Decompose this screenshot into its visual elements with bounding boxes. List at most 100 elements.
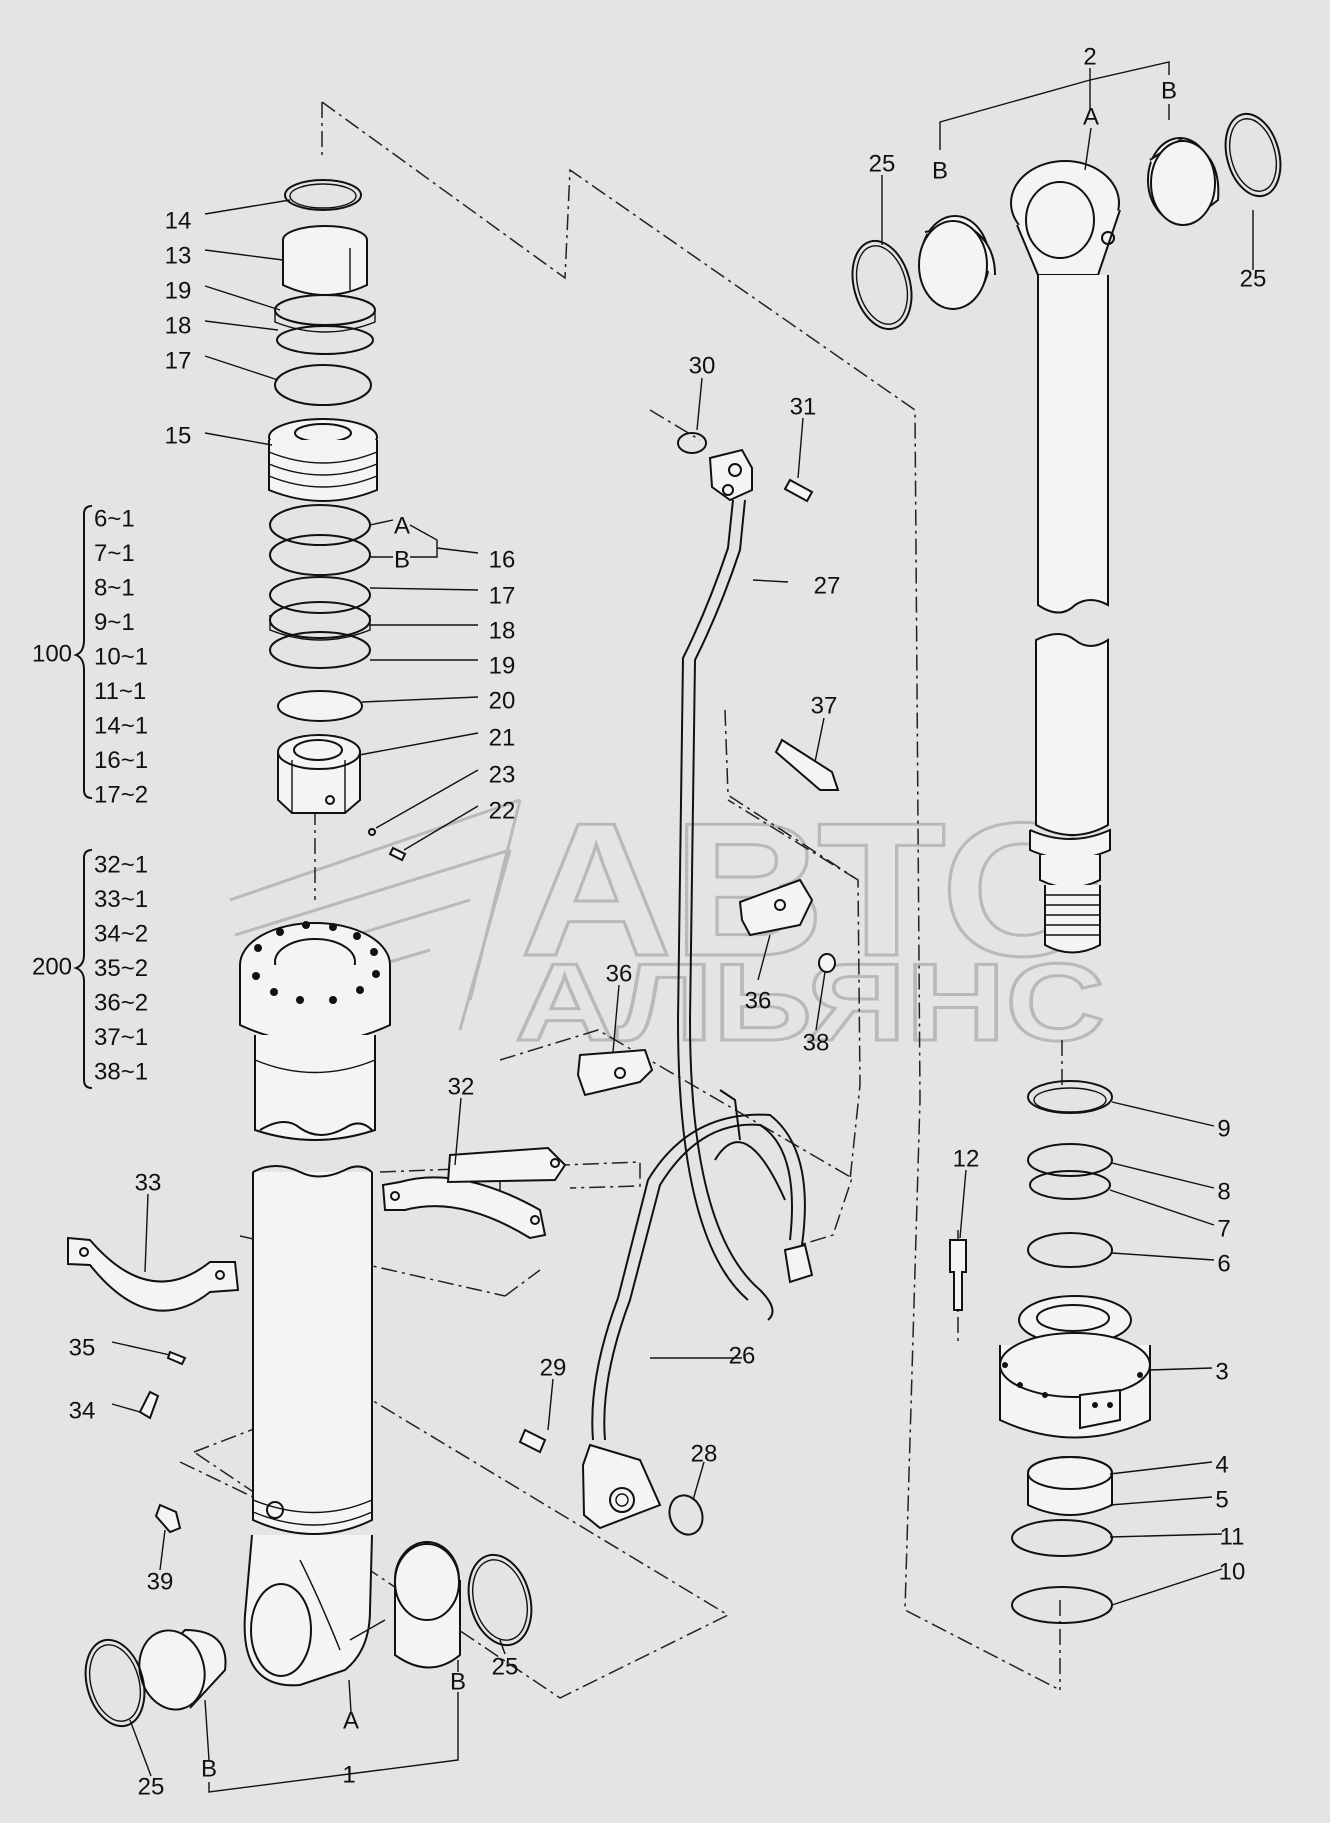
callout-c17-a: 17 — [165, 347, 192, 374]
callout-c34: 34 — [69, 1397, 96, 1424]
kit-brace-200 — [73, 849, 93, 1089]
part-27-pipe — [676, 448, 774, 1321]
part-15-piston — [268, 418, 378, 502]
callout-c16: 16 — [489, 546, 516, 573]
kit-200-item: 32~1 — [94, 851, 148, 878]
kit-100-item: 10~1 — [94, 643, 148, 670]
kits-layer: 1006~17~18~19~110~111~114~116~117~220032… — [32, 505, 148, 1085]
callout-c38: 38 — [803, 1029, 830, 1056]
part-16-17-18-19-ring-set — [269, 504, 371, 669]
part-30-o-ring — [677, 432, 707, 454]
callout-c1: 1 — [342, 1761, 355, 1788]
kit-200-item: 36~2 — [94, 989, 148, 1016]
part-36-clamp-b — [576, 1048, 654, 1097]
part-25-seal-bottom-left — [84, 1638, 146, 1728]
callout-c23: 23 — [489, 761, 516, 788]
kit-100-item: 9~1 — [94, 609, 135, 636]
watermark-wing-logo — [229, 798, 522, 1031]
part-17-ring — [274, 364, 372, 406]
kit-100-label: 100 — [32, 640, 72, 667]
part-13-bushing — [282, 225, 368, 296]
part-34-bolt — [138, 1390, 160, 1420]
part-B-bushing-bottom-right — [349, 1541, 461, 1669]
callout-c22: 22 — [489, 797, 516, 824]
part-B-bushing-bottom-left — [138, 1628, 227, 1711]
part-28-o-ring — [668, 1494, 704, 1536]
callout-c21: 21 — [489, 724, 516, 751]
callout-cB-bot-right: B — [450, 1668, 466, 1695]
part-1-cylinder-eye — [243, 1534, 373, 1687]
callout-c25-bot-left: 25 — [138, 1773, 165, 1800]
kit-100-item: 7~1 — [94, 540, 135, 567]
cylinder-tube-upper — [254, 1035, 376, 1141]
callout-c8: 8 — [1217, 1178, 1230, 1205]
callout-cB-top-left: B — [932, 157, 948, 184]
callout-c27: 27 — [814, 572, 841, 599]
kit-100-item: 14~1 — [94, 712, 148, 739]
callout-c26: 26 — [729, 1342, 756, 1369]
kit-200-label: 200 — [32, 953, 72, 980]
kit-200-item: 37~1 — [94, 1024, 148, 1051]
kit-100-item: 17~2 — [94, 781, 148, 808]
part-38-nut — [818, 953, 836, 973]
part-25-seal-top-right — [1224, 112, 1282, 198]
callout-c14: 14 — [165, 207, 192, 234]
part-33-clamp — [67, 1236, 240, 1312]
part-25-seal-top-left — [851, 239, 913, 331]
part-8-ring — [1027, 1143, 1113, 1177]
callout-c15: 15 — [165, 422, 192, 449]
callout-cB-bot-left: B — [201, 1755, 217, 1782]
callout-c29: 29 — [540, 1354, 567, 1381]
callout-cA-top: A — [1083, 103, 1099, 130]
callout-c10: 10 — [1219, 1558, 1246, 1585]
watermark: АВТО АЛЬЯНС — [229, 783, 1107, 1066]
cylinder-tube-lower — [252, 1165, 373, 1535]
part-29-bolt — [518, 1428, 547, 1454]
callout-c28: 28 — [691, 1440, 718, 1467]
part-37-bolt — [774, 738, 840, 791]
callout-c13: 13 — [165, 242, 192, 269]
callout-c36-a: 36 — [745, 987, 772, 1014]
callout-c25-top-right: 25 — [1240, 265, 1267, 292]
kit-200-item: 34~2 — [94, 920, 148, 947]
callout-cA-mid: A — [394, 512, 410, 539]
part-21-nut — [277, 734, 361, 814]
callout-c5: 5 — [1215, 1486, 1228, 1513]
callout-c25-top-left: 25 — [869, 150, 896, 177]
callout-c19-b: 19 — [489, 652, 516, 679]
part-36-clamp-a — [738, 878, 814, 937]
kit-100-item: 16~1 — [94, 747, 148, 774]
part-14-wear-ring — [284, 179, 362, 211]
part-19-18-rings — [274, 294, 376, 355]
kit-200-item: 33~1 — [94, 886, 148, 913]
callout-c20: 20 — [489, 687, 516, 714]
part-20-washer — [277, 690, 363, 722]
kit-100-item: 6~1 — [94, 505, 135, 532]
cylinder-head-flange — [239, 921, 391, 1044]
kit-200-item: 35~2 — [94, 955, 148, 982]
watermark-line1: АВТО — [520, 784, 1105, 996]
callout-c32: 32 — [448, 1073, 475, 1100]
kit-100-item: 8~1 — [94, 574, 135, 601]
part-39-grease-nipple — [154, 1503, 182, 1534]
callout-c35: 35 — [69, 1334, 96, 1361]
piston-rod-lower — [1029, 633, 1111, 954]
part-25-seal-bottom-right — [467, 1553, 533, 1647]
callout-c36-b: 36 — [606, 960, 633, 987]
callout-c31: 31 — [790, 393, 817, 420]
callout-c25-bot-right: 25 — [492, 1653, 519, 1680]
part-26-pipe — [581, 1089, 814, 1530]
callout-c33: 33 — [135, 1169, 162, 1196]
callout-c12: 12 — [953, 1145, 980, 1172]
callout-c7: 7 — [1217, 1215, 1230, 1242]
callout-cA-bot: A — [343, 1707, 359, 1734]
part-B-bushing-top-left — [918, 215, 996, 310]
callout-c37: 37 — [811, 692, 838, 719]
callout-c3: 3 — [1215, 1358, 1228, 1385]
part-22-set-screw — [388, 846, 407, 862]
part-23-ball — [368, 828, 376, 836]
part-35-screw — [166, 1350, 187, 1366]
